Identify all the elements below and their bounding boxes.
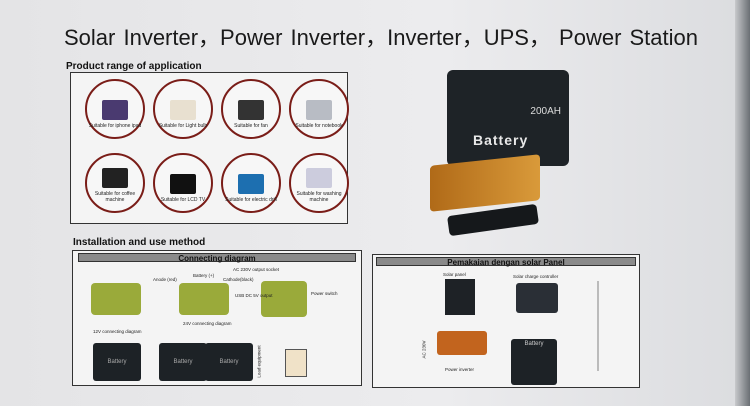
- product-range-panel: Suitable for iphone ipad Suitable for Lig…: [70, 72, 349, 224]
- application-label: Suitable for fan: [234, 123, 268, 129]
- laptop-icon: [306, 100, 332, 120]
- application-item: Suitable for iphone ipad: [85, 79, 145, 139]
- inverter-12v: [91, 283, 141, 315]
- application-label: Suitable for iphone ipad: [88, 123, 142, 129]
- solar-panel-diagram: Pemakaian dengan solar Panel Solar panel…: [372, 254, 640, 388]
- product-range-heading: Product range of application: [66, 61, 202, 72]
- tablet-icon: [102, 100, 128, 120]
- solar-battery: Battery: [511, 339, 557, 385]
- battery-3: Battery: [205, 343, 253, 381]
- lamp-icon: [285, 349, 307, 377]
- application-item: Suitable for coffee machine: [85, 153, 145, 213]
- label-ac-out: AC 230V output socket: [233, 267, 280, 272]
- label-24v: 24V connecting diagram: [183, 321, 232, 326]
- application-label: Suitable for coffee machine: [94, 191, 136, 203]
- label-solar-panel: Solar panel: [443, 272, 466, 277]
- label-controller: Solar charge controller: [513, 274, 559, 279]
- controller-icon: [516, 283, 558, 313]
- application-label: Suitable for notebook: [295, 123, 343, 129]
- bulb-icon: [170, 100, 196, 120]
- connecting-diagram-title: Connecting diagram: [78, 253, 356, 263]
- label-inverter: Power inverter: [445, 367, 475, 372]
- label-ac: AC 230V: [421, 340, 427, 359]
- washing-machine-icon: [306, 168, 332, 188]
- battery-label: Battery: [473, 132, 529, 148]
- box-edge: [735, 0, 750, 406]
- application-label: Suitable for LCD TV: [160, 197, 206, 203]
- application-item: Suitable for washing machine: [289, 153, 349, 213]
- label-cathode: Cathode(black): [223, 277, 254, 282]
- application-label: Suitable for Light bulb: [158, 123, 208, 129]
- battery-capacity: 200AH: [530, 106, 561, 117]
- application-item: Suitable for notebook: [289, 79, 349, 139]
- label-12v: 12V connecting diagram: [93, 329, 142, 334]
- page-title: Solar Inverter，Power Inverter，Inverter，U…: [64, 25, 699, 50]
- application-item: Suitable for fan: [221, 79, 281, 139]
- label-usb: USB DC 5V output: [235, 293, 273, 298]
- battery-1: Battery: [93, 343, 141, 381]
- inverter-front: [261, 281, 307, 317]
- application-item: Suitable for electric drill: [221, 153, 281, 213]
- label-anode: Anode (red): [153, 277, 177, 282]
- battery-photo: 200AH Battery: [447, 70, 569, 166]
- power-inverter-icon: [437, 331, 487, 355]
- battery-2: Battery: [159, 343, 207, 381]
- drill-icon: [238, 174, 264, 194]
- connecting-diagram-panel: Connecting diagram 12V connecting diagra…: [72, 250, 362, 386]
- label-battery-plus: Battery (+): [193, 273, 215, 278]
- application-item: Suitable for Light bulb: [153, 79, 213, 139]
- inverter-24v: [179, 283, 229, 315]
- application-label: Suitable for washing machine: [296, 191, 342, 203]
- application-item: Suitable for LCD TV: [153, 153, 213, 213]
- wind-turbine-icon: [597, 281, 599, 371]
- solar-diagram-title: Pemakaian dengan solar Panel: [376, 257, 636, 267]
- fan-icon: [238, 100, 264, 120]
- label-load: Load equipment: [256, 345, 262, 378]
- application-label: Suitable for electric drill: [225, 197, 277, 203]
- label-switch: Power switch: [311, 291, 338, 296]
- coffee-machine-icon: [102, 168, 128, 188]
- solar-panel-icon: [445, 279, 475, 315]
- installation-heading: Installation and use method: [73, 237, 206, 248]
- tv-icon: [170, 174, 196, 194]
